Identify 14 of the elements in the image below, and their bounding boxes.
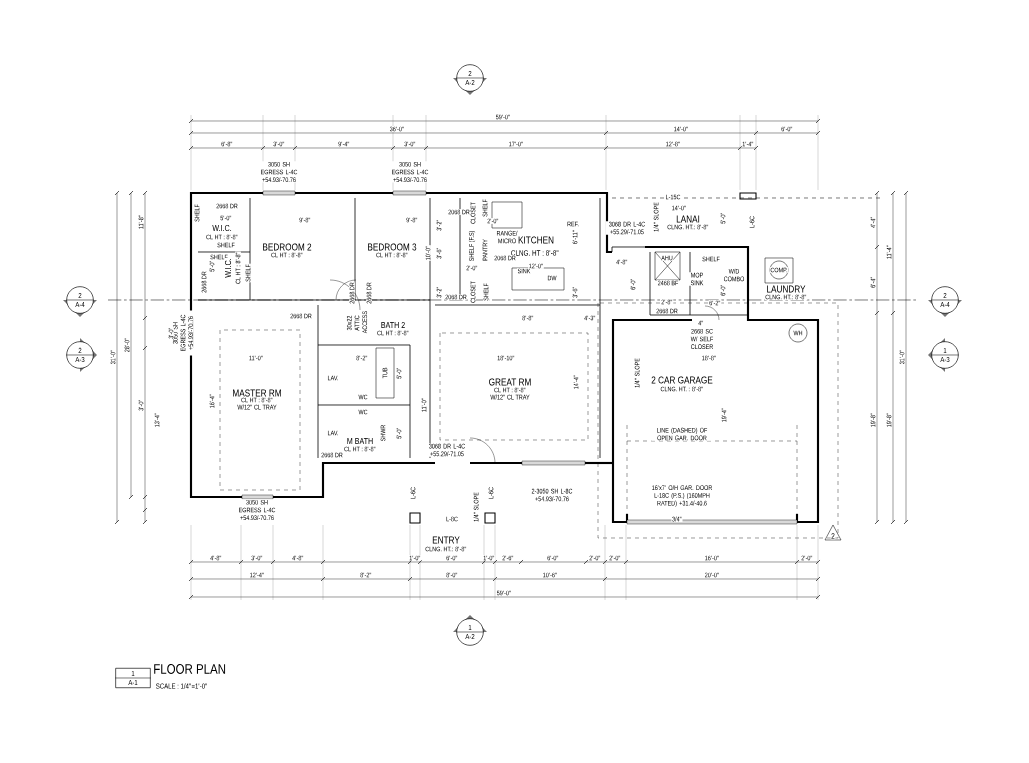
room-name: 2 CAR GARAGE [650, 375, 714, 385]
room-name: GREAT RM [488, 377, 532, 387]
room-name: BEDROOM 2 [261, 242, 313, 252]
title-text: FLOOR PLAN [154, 664, 226, 674]
room-name: BEDROOM 3 [366, 242, 418, 252]
revision-mark: 2 [824, 524, 842, 541]
room-name: LAUNDRY [765, 285, 807, 293]
room-name: ENTRY [431, 536, 461, 544]
room-name: W.I.C. [211, 224, 233, 232]
room-name: KITCHEN [517, 235, 555, 245]
room-name: BATH 2 [380, 321, 406, 329]
room-name: MASTER RM [231, 388, 283, 398]
room-name: M BATH [346, 437, 374, 445]
room-name: LANAI [675, 215, 701, 223]
